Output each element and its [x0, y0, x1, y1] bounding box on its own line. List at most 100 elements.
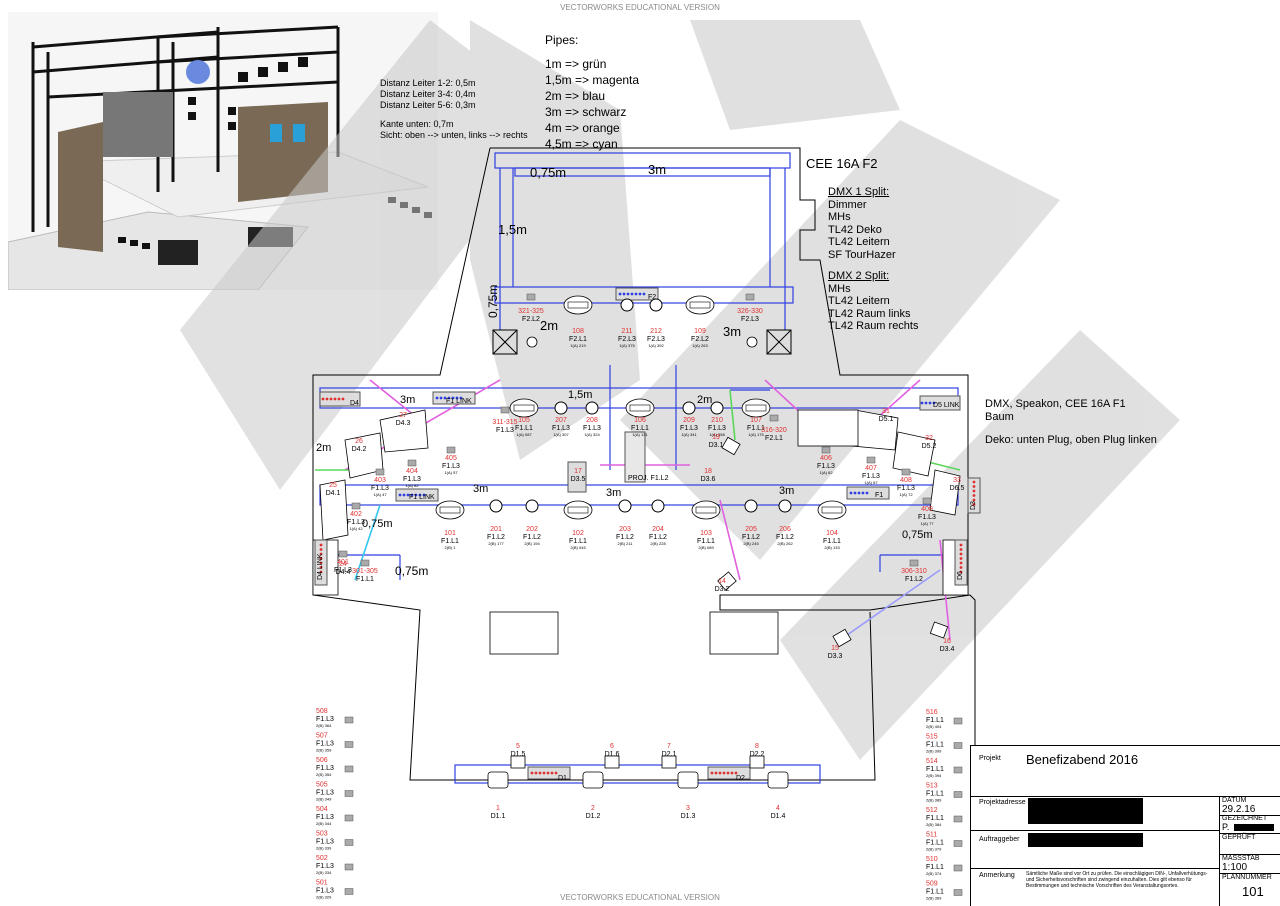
br-1-dimmer-icon — [953, 742, 963, 749]
fixture-upper-2-number: 207 — [555, 417, 567, 424]
fixture-upper-1-yoke-icon — [513, 404, 535, 412]
title-block: Projekt Benefizabend 2016 Projektadresse… — [970, 745, 1280, 906]
deko-2-circuit: D4.1 — [326, 490, 341, 497]
floor-7-number: 4 — [776, 805, 780, 812]
connector-dot — [443, 396, 447, 400]
bl-4-number: 504 — [316, 806, 328, 813]
connector-dot — [341, 397, 345, 401]
bl-0-dimmer-icon — [344, 716, 354, 724]
connector-dot — [861, 491, 865, 495]
fixture-mid-5-number: 204 — [652, 526, 664, 533]
br-1-number: 515 — [926, 734, 938, 741]
fixture-mid-7-par-icon — [744, 499, 758, 513]
deko-3-circuit: D4.4 — [336, 569, 351, 576]
deko-5-number: 18 — [704, 468, 712, 475]
dmx-split-notes: DMX 1 Split: Dimmer MHs TL42 Deko TL42 L… — [828, 186, 918, 333]
leiter-3-dimmer-icon — [351, 502, 361, 510]
bl-7-number: 501 — [316, 880, 328, 887]
connector-dot — [642, 292, 646, 296]
fixture-upper-6-number: 210 — [711, 417, 723, 424]
fixture-upper-7-number: 107 — [750, 417, 762, 424]
br-7-number: 509 — [926, 881, 938, 888]
redacted-auftraggeber — [1028, 833, 1143, 847]
truss-tower-circles — [526, 336, 758, 348]
dim-075-side: 0,75m — [486, 285, 500, 318]
cee-f2-note: CEE 16A F2 — [806, 156, 878, 171]
fixture-upper-8-circuit: F2.L1 — [765, 435, 783, 442]
leiter-0-address: 1(A) 57 — [444, 470, 458, 475]
leiter-8-dimmer-icon — [901, 468, 911, 476]
bl-6-address: 2(B) 334 — [316, 870, 332, 875]
dim-3m-mid2: 3m — [606, 487, 621, 499]
fixture-top-5-dimmer-icon — [745, 293, 755, 301]
fixture-upper-5-circuit: F1.L3 — [680, 425, 698, 432]
connector-dots — [319, 292, 976, 775]
fixture-mid-4-address: 2(B) 211 — [617, 541, 633, 546]
leiter-6-circuit: F1.L3 — [817, 463, 835, 470]
deko-0-number: 27 — [399, 412, 407, 419]
bl-6-number: 502 — [316, 855, 328, 862]
dmx1-item: MHs — [828, 211, 851, 223]
deko-10-circuit: D3.2 — [715, 586, 730, 593]
bl-3-dimmer-icon — [344, 790, 354, 797]
br-1-address: 2(B) 399 — [926, 749, 942, 754]
distance-line: Sicht: oben --> unten, links --> rechts — [380, 130, 528, 140]
fixture-top-0-circuit: F2.L2 — [522, 316, 540, 323]
deko-8-number: 33 — [953, 477, 961, 484]
gezeichnet: P. — [1222, 822, 1230, 832]
fixture-mid-1-par-icon — [489, 499, 503, 513]
dmx1-item: SF TourHazer — [828, 248, 896, 261]
leiter-1-dimmer-icon — [407, 459, 417, 467]
connector-dot — [410, 493, 414, 497]
leiter-0-dimmer-icon — [446, 446, 456, 454]
dimension-labels: 0,75m 3m 1,5m 0,75m 2m 3m 3m 1,5m 2m 2m … — [316, 162, 933, 578]
datum: 29.2.16 — [1222, 804, 1256, 815]
fixture-upper-8-number: 316-320 — [761, 427, 787, 434]
dim-075-l2: 0,75m — [395, 564, 428, 578]
fixture-top-5-number: 326-330 — [737, 308, 763, 315]
fixture-top-2-number: 211 — [621, 328, 632, 335]
dim-075-top: 0,75m — [530, 165, 566, 180]
truss-towers — [492, 329, 792, 355]
leiter-8-address: 1(A) 72 — [899, 492, 913, 497]
br-3-address: 2(B) 389 — [926, 798, 942, 803]
connector-dot — [451, 396, 455, 400]
fixture-upper-1-number: 105 — [518, 417, 530, 424]
connector-dot — [435, 396, 439, 400]
dmx1-title: DMX 1 Split: — [828, 186, 890, 198]
connector-dot — [924, 401, 928, 405]
deko-3-number: 24 — [339, 561, 347, 568]
leiter-5-number: 301-305 — [352, 568, 378, 575]
floor-2-number: 7 — [667, 743, 671, 750]
connector-dot — [398, 493, 402, 497]
deko-5-circuit: D3.6 — [701, 476, 716, 483]
fixture-mid-7-number: 205 — [745, 526, 757, 533]
floor-0-number: 5 — [516, 743, 520, 750]
connector-dot — [972, 498, 976, 502]
floor-4-circuit: D1.1 — [491, 813, 506, 820]
connector-dot — [959, 557, 963, 560]
dim-3m-b: 3m — [723, 324, 741, 339]
leiter-7-address: 1(A) 67 — [864, 480, 878, 485]
deko-6-circuit: D5.1 — [879, 416, 894, 423]
anmerkung-text: Sämtliche Maße sind vor Ort zu prüfen. D… — [1026, 871, 1208, 889]
fixture-mid-8-number: 206 — [779, 526, 791, 533]
bl-5-circuit: F1.L3 — [316, 839, 334, 846]
distance-line: Distanz Leiter 3-4: 0,4m — [380, 89, 476, 99]
connector-dot — [730, 771, 734, 775]
br-3-dimmer-icon — [953, 791, 963, 798]
bl-0-address: 2(B) 364 — [316, 723, 332, 728]
distance-notes: Distanz Leiter 1-2: 0,5m Distanz Leiter … — [380, 78, 528, 141]
pipes-item: 4,5m => cyan — [545, 137, 618, 151]
gezeichnet-label: GEZEICHNET — [1222, 815, 1268, 822]
link-d6: D6 — [957, 571, 964, 580]
br-6-address: 2(B) 374 — [926, 871, 942, 876]
bl-0-number: 508 — [316, 708, 328, 715]
fixture-top-1-circuit: F2.L1 — [569, 336, 587, 343]
leiter-0-number: 405 — [445, 455, 457, 462]
fixture-upper-7-circuit: F1.L1 — [747, 425, 765, 432]
br-4-number: 512 — [926, 807, 938, 814]
fixture-upper-7-yoke-icon — [745, 404, 767, 412]
fixture-top-4-address: 1(A) 263 — [692, 343, 708, 348]
fixture-upper-5-address: 1(A) 341 — [681, 432, 697, 437]
